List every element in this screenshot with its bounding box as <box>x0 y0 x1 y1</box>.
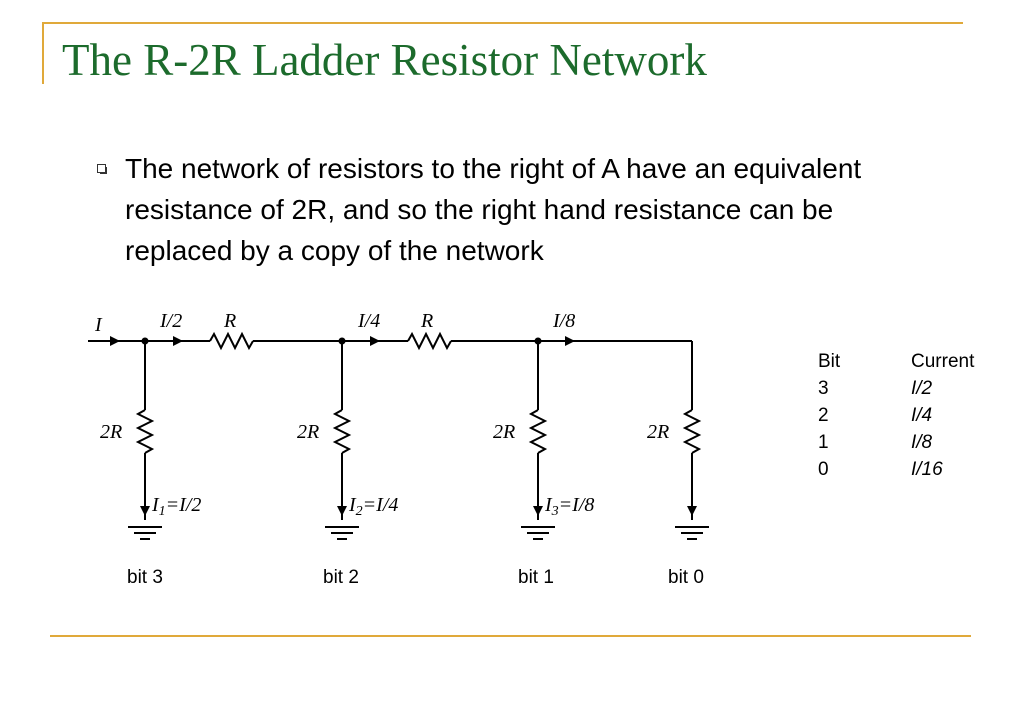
series-resistor-label: R <box>223 310 236 332</box>
bit-label: bit 0 <box>668 567 704 588</box>
table-header: Bit <box>818 351 841 372</box>
table-cell-current: I/16 <box>911 459 943 480</box>
table-header-row: Bit Current <box>818 348 974 375</box>
bit-label: bit 2 <box>323 567 359 588</box>
shunt-resistor-label: 2R <box>297 421 319 443</box>
table-cell-bit: 0 <box>818 459 829 480</box>
top-current-label: I/8 <box>552 310 575 332</box>
branch-current-label: I1=I/2 <box>151 494 201 519</box>
table-cell-bit: 2 <box>818 405 829 426</box>
top-current-label: I/2 <box>159 310 182 332</box>
circuit-arrows <box>110 336 697 516</box>
shunt-resistor-label: 2R <box>493 421 515 443</box>
table-cell-current: I/2 <box>911 378 933 399</box>
table-cell-bit: 3 <box>818 378 829 399</box>
slide-title: The R-2R Ladder Resistor Network <box>62 35 707 85</box>
branch-current-label: I3=I/8 <box>544 494 594 519</box>
table-row: 3 I/2 <box>818 375 974 402</box>
bottom-rule <box>50 635 971 637</box>
table-row: 2 I/4 <box>818 402 974 429</box>
input-current-label: I <box>94 314 103 336</box>
table-cell-current: I/4 <box>911 405 933 426</box>
table-row: 0 I/16 <box>818 456 974 483</box>
series-resistor-label: R <box>420 310 433 332</box>
shunt-resistor-label: 2R <box>100 421 122 443</box>
top-current-label: I/4 <box>357 310 380 332</box>
bit-current-table: Bit Current 3 I/2 2 I/4 1 I/8 0 I/16 <box>818 348 974 483</box>
shunt-resistor-label: 2R <box>647 421 669 443</box>
left-rule <box>42 22 44 84</box>
bullet-text: The network of resistors to the right of… <box>125 153 862 266</box>
table-cell-bit: 1 <box>818 432 829 453</box>
table-cell-current: I/8 <box>911 432 933 453</box>
table-row: 1 I/8 <box>818 429 974 456</box>
top-rule <box>42 22 963 24</box>
table-header: Current <box>911 351 975 372</box>
bit-label: bit 1 <box>518 567 554 588</box>
bullet-square-icon <box>97 164 107 174</box>
bit-label: bit 3 <box>127 567 163 588</box>
branch-current-label: I2=I/4 <box>348 494 398 519</box>
